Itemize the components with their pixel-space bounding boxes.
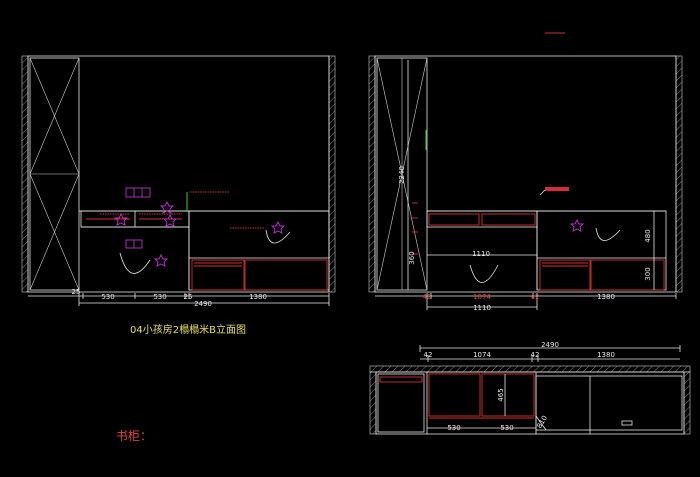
dim-right-sub: 1110: [473, 304, 491, 312]
plan-dim-3: 42: [531, 351, 540, 359]
plan-dim-bottom-2: 530: [500, 424, 513, 432]
dim-inner-1110: 1110: [472, 250, 490, 258]
dim-left-5: 1380: [249, 293, 267, 301]
star-icon: [569, 218, 585, 232]
plan-dim-2: 1074: [473, 351, 491, 359]
right-wall-hatch: [328, 55, 336, 293]
dim-left-3: 530: [153, 293, 166, 301]
plan-dim-1: 42: [424, 351, 433, 359]
left-caption: 04小孩房2榻榻米B立面图: [130, 323, 246, 336]
dim-left-2: 530: [101, 293, 114, 301]
right-elev-left-hatch: [368, 55, 376, 293]
lamp-red-bar: [545, 187, 569, 191]
bookcase-section-label: 书柜：: [116, 429, 152, 443]
plan-wall-right: [683, 371, 691, 435]
dim-right-4: 1380: [597, 293, 615, 301]
dim-right-3: 42: [531, 293, 540, 301]
plan-dim-diag: 810: [535, 414, 549, 430]
tatami-drawer-right: [244, 259, 328, 291]
dim-height-platform: 360: [408, 251, 416, 264]
dim-left-total: 2490: [194, 300, 212, 308]
star-icon: [153, 253, 169, 267]
dim-left-1: 25: [72, 288, 81, 296]
dim-height-upper: 480: [644, 229, 652, 242]
star-icon: [159, 200, 175, 214]
dim-right-2: 1074: [473, 293, 491, 301]
plan-wall-left: [369, 371, 377, 435]
dim-right-1: 42: [423, 293, 432, 301]
tatami-drawer-left: [191, 259, 245, 291]
plan-wall-top: [369, 365, 691, 373]
star-icon: [113, 212, 129, 226]
plan-dim-4: 1380: [597, 351, 615, 359]
right-elevation: 2240 360 300 480 1110 42 1074 42 1380 11…: [368, 32, 683, 312]
star-icon: [162, 213, 178, 227]
lamp-symbol: [125, 187, 151, 198]
plan-view: 2490 42 1074 42 1380 465 810 530 530: [369, 341, 691, 435]
left-elevation: 25 530 530 25 1380 2490 04小孩房2榻榻米B立面图: [21, 55, 336, 336]
star-icon: [270, 220, 286, 234]
left-wall-hatch: [21, 55, 29, 293]
dim-height-total: 2240: [398, 166, 406, 184]
plan-dim-total: 2490: [541, 341, 559, 349]
elevation-frame: [27, 55, 330, 293]
plan-dim-bottom-1: 530: [447, 424, 460, 432]
right-elev-right-hatch: [675, 55, 683, 293]
dim-left-4: 25: [184, 293, 193, 301]
plan-dim-depth: 465: [497, 388, 505, 401]
dim-height-drawer: 300: [644, 267, 652, 280]
plan-wardrobe: [377, 373, 425, 433]
